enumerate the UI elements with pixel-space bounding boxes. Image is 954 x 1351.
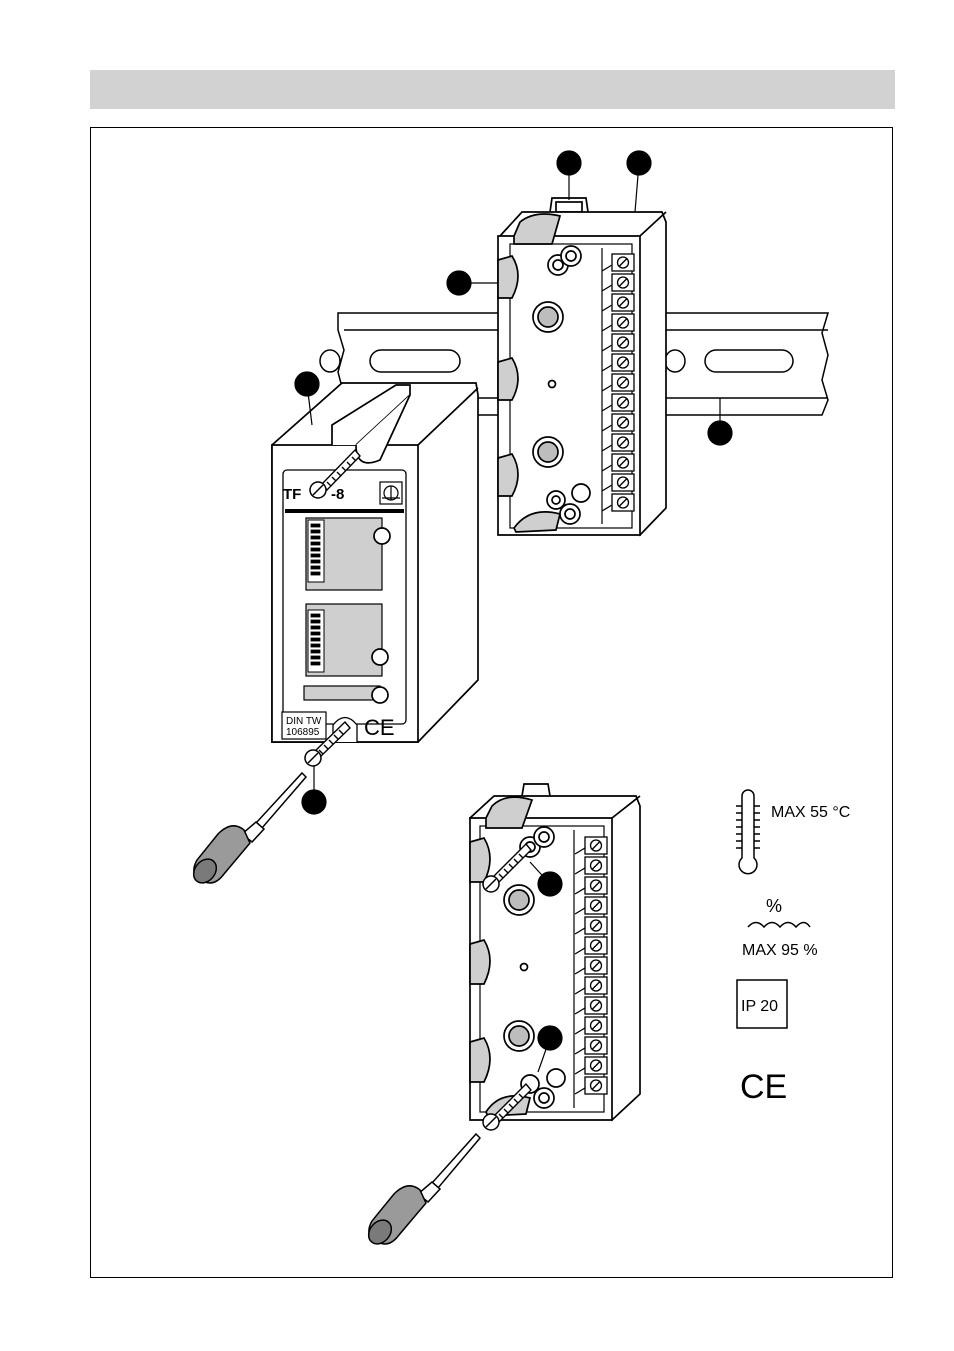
module-model-left: TF (283, 486, 301, 503)
humidity-label: MAX 95 % (742, 942, 818, 959)
module-top-screw (309, 448, 361, 499)
ip-rating-box (736, 979, 788, 1029)
module-ce-mark: CE (364, 715, 395, 740)
dip-switches (310, 523, 321, 666)
module-cert-line1: DIN TW (286, 716, 322, 727)
module-unit (271, 382, 479, 743)
humidity-symbol: % (766, 896, 782, 916)
base-unit-bottom (468, 783, 641, 1122)
screwdriver-1 (192, 771, 308, 884)
humidity-icon (747, 921, 811, 929)
module-cert-line2: 106895 (286, 727, 320, 738)
base-bottom-screw (482, 1082, 532, 1131)
ce-mark: CE (740, 1068, 787, 1106)
callout-markers (294, 150, 733, 1073)
header-bar (90, 70, 895, 109)
screwdriver-2 (367, 1132, 482, 1245)
module-model-right: -8 (331, 486, 344, 503)
thermometer-icon (736, 789, 760, 875)
figure-frame (90, 127, 893, 1278)
base-top-screw (482, 842, 532, 893)
temperature-label: MAX 55 °C (771, 804, 850, 821)
ip-rating-label: IP 20 (741, 998, 778, 1015)
module-bottom-screw (304, 720, 351, 767)
base-unit-top (497, 197, 667, 537)
